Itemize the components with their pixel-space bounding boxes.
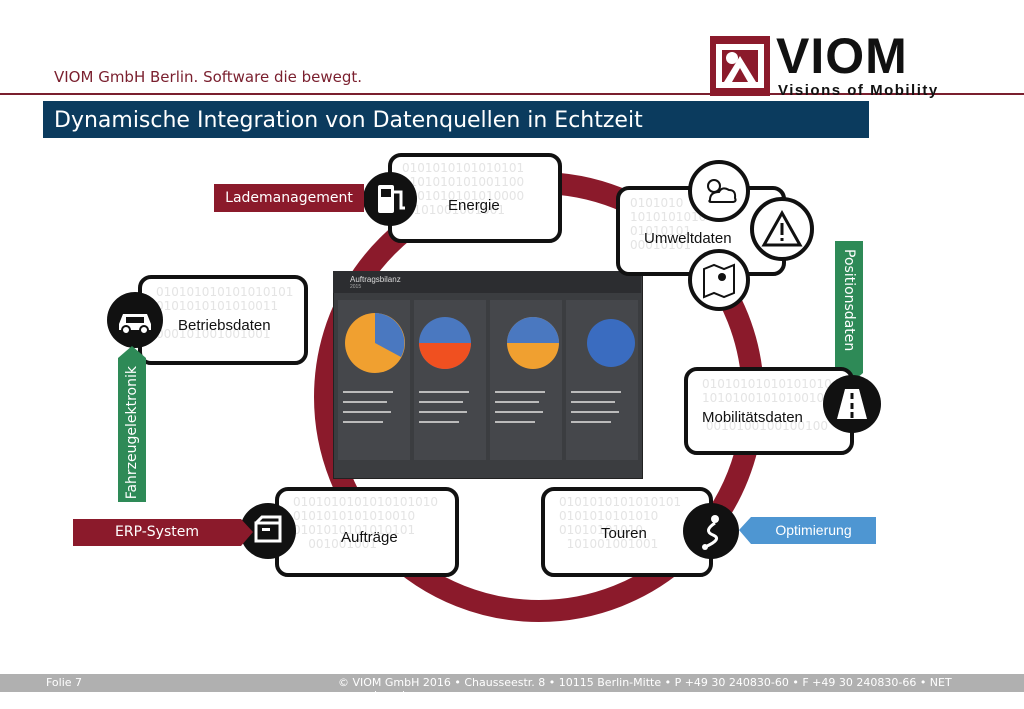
binary-pattern: 0101010101010101 0101010101010 010101010… xyxy=(559,495,682,551)
label-positionsdaten: Positionsdaten xyxy=(835,241,863,373)
tile-touren: 0101010101010101 0101010101010 010101010… xyxy=(541,487,713,577)
tile-mobilitaetsdaten: 01010101010101010 1010100101010010 00101… xyxy=(684,367,854,455)
label-optimierung: Optimierung xyxy=(751,517,876,544)
dashboard-subtitle: 2015 xyxy=(350,284,362,290)
logo-wordmark: VIOM xyxy=(776,28,908,84)
arrow-erp xyxy=(241,519,253,546)
pie-chart xyxy=(419,317,471,369)
dashboard-table-lines xyxy=(343,391,621,423)
dashboard-title: Auftragsbilanz xyxy=(350,275,401,284)
binary-pattern: 01010101010101010 1010100101010010 00101… xyxy=(702,377,832,433)
binary-pattern: 0101010 1010101010 01010101 00010101 xyxy=(630,196,707,252)
weather-icon xyxy=(688,160,750,222)
header-divider xyxy=(0,93,1024,95)
tile-auftraege: 0101010101010101010 0101010101010010 010… xyxy=(275,487,459,577)
tile-betriebsdaten: 010101010101010101 0101010101010011 0001… xyxy=(138,275,308,365)
tile-label: Touren xyxy=(601,525,647,542)
slide-title: Dynamische Integration von Datenquellen … xyxy=(54,108,643,133)
arrow-optimierung xyxy=(739,517,751,544)
pie-chart xyxy=(345,313,405,373)
dashboard-toolbar xyxy=(333,271,641,293)
pie-chart xyxy=(507,317,559,369)
label-fahrzeugelektronik: Fahrzeugelektronik xyxy=(118,358,146,502)
map-icon xyxy=(688,249,750,311)
footer-contact: © VIOM GmbH 2016 • Chausseestr. 8 • 1011… xyxy=(338,676,952,702)
fuel-pump-icon xyxy=(363,172,417,226)
road-icon xyxy=(823,375,881,433)
arrow-fahrzeugelektronik xyxy=(118,346,146,358)
binary-pattern: 010101010101010101 0101010101010011 0001… xyxy=(156,285,294,341)
pie-chart xyxy=(587,319,635,367)
warning-icon xyxy=(750,197,814,261)
footer-bar xyxy=(0,674,1024,692)
slide-number: Folie 7 xyxy=(46,676,83,689)
label-erp-system: ERP-System xyxy=(73,519,241,546)
tile-label: Betriebsdaten xyxy=(178,317,271,334)
tagline: VIOM GmbH Berlin. Software die bewegt. xyxy=(54,68,363,86)
route-icon xyxy=(683,503,739,559)
title-bar xyxy=(43,101,869,138)
tile-label: Umweltdaten xyxy=(644,230,732,247)
tile-label: Energie xyxy=(448,197,500,214)
tile-energie: 0101010101010101 1101010101001100 010101… xyxy=(388,153,562,243)
viom-logo-mark xyxy=(710,36,770,96)
tile-label: Mobilitätsdaten xyxy=(702,409,803,426)
tile-label: Aufträge xyxy=(341,529,398,546)
label-lademanagement: Lademanagement xyxy=(214,184,364,212)
dashboard-pie-charts xyxy=(343,313,635,423)
binary-pattern: 0101010101010101010 0101010101010010 010… xyxy=(293,495,439,551)
car-icon xyxy=(107,292,163,348)
binary-pattern: 0101010101010101 1101010101001100 010101… xyxy=(402,161,525,217)
logo-subtitle: Visions of Mobility xyxy=(778,82,939,99)
